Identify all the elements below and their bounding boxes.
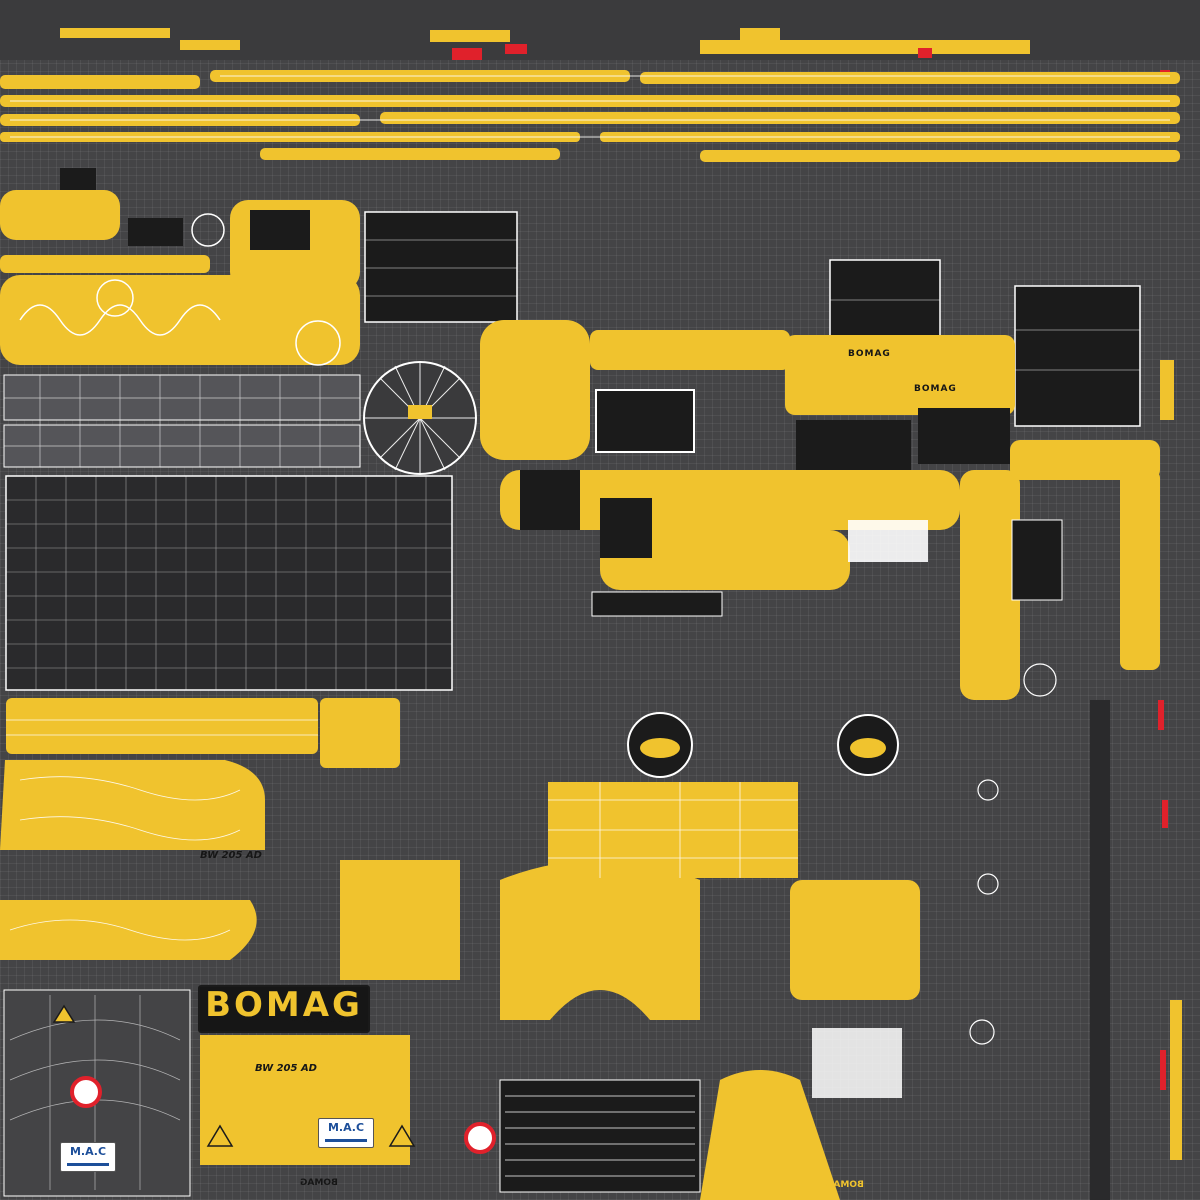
mac-dealer-badge: M.A.C [60,1142,116,1172]
bomag-decal-small-2: BOMAG [914,384,957,394]
model-decal-alt: BW 205 AD [255,1063,317,1074]
mac-dealer-badge-2: M.A.C [318,1118,374,1148]
mirrored-logo-decal-2: BOMAG [826,1180,864,1190]
bomag-decal-small: BOMAG [848,349,891,359]
mirrored-logo-decal: BOMAG [300,1178,338,1188]
fayat-group-subtitle: FAYAT GROUP [286,1016,358,1025]
bomag-logo-decal: BOMAG [198,985,370,1033]
model-decal: BW 205 AD [200,850,262,861]
